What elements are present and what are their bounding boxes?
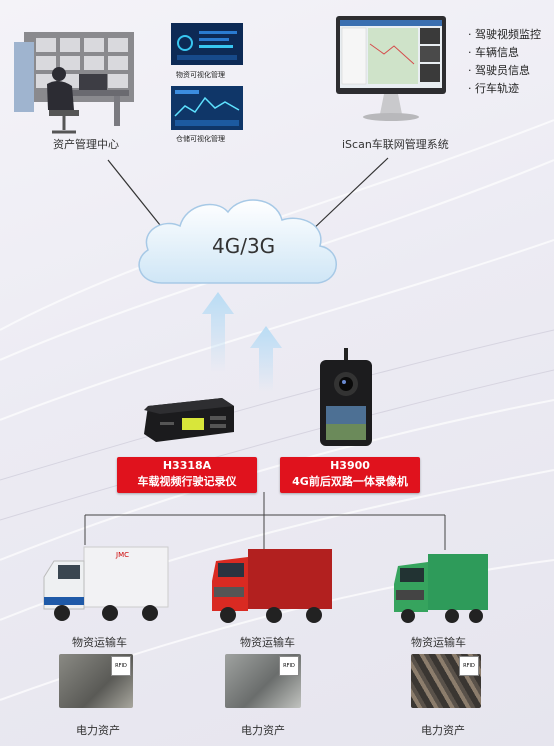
dashboard-2-thumbnail (171, 86, 243, 130)
asset-center-label: 资产管理中心 (53, 138, 119, 151)
device-desc: 车载视频行驶记录仪 (137, 475, 237, 488)
upload-arrows (202, 292, 282, 392)
feature-item: 行车轨迹 (468, 80, 541, 98)
device-model: H3900 (330, 459, 370, 472)
rfid-tag-icon: RFID (459, 656, 479, 676)
arrow-up-icon (250, 326, 282, 392)
feature-item: 驾驶员信息 (468, 62, 541, 80)
feature-list: 驾驶视频监控 车辆信息 驾驶员信息 行车轨迹 (468, 26, 541, 98)
device-label-h3900: H3900 4G前后双路一体录像机 (280, 457, 420, 493)
feature-item: 车辆信息 (468, 44, 541, 62)
asset-label-3: 电力资产 (421, 724, 465, 737)
dashboard-1-label: 物资可视化管理 (176, 71, 225, 79)
vehicle-label-3: 物资运输车 (411, 636, 466, 649)
asset-label-2: 电力资产 (241, 724, 285, 737)
asset-photo-3: RFID (411, 654, 481, 708)
device-label-h3318a: H3318A 车载视频行驶记录仪 (117, 457, 257, 493)
vehicle-label-1: 物资运输车 (72, 636, 127, 649)
monitor-illustration (336, 16, 446, 121)
dashboard-2-label: 仓储可视化管理 (176, 135, 225, 143)
device-desc: 4G前后双路一体录像机 (292, 475, 408, 488)
cloud-shape (138, 199, 337, 284)
truck-2-image (212, 549, 332, 623)
dvr-device-image (144, 398, 234, 442)
asset-photo-2: RFID (225, 654, 301, 708)
iscan-system-label: iScan车联网管理系统 (342, 138, 449, 151)
device-model: H3318A (162, 459, 212, 472)
truck-1-image: JMC (43, 546, 169, 621)
network-label: 4G/3G (212, 234, 276, 258)
vehicle-label-2: 物资运输车 (240, 636, 295, 649)
asset-photo-1: RFID (59, 654, 133, 708)
truck-3-image (394, 554, 488, 623)
dashboard-1-thumbnail (171, 23, 243, 65)
arrow-up-icon (202, 292, 234, 372)
control-center-illustration (14, 32, 134, 134)
rfid-tag-icon: RFID (111, 656, 131, 676)
rfid-tag-icon: RFID (279, 656, 299, 676)
feature-item: 驾驶视频监控 (468, 26, 541, 44)
truck-brand: JMC (115, 551, 129, 559)
asset-label-1: 电力资产 (76, 724, 120, 737)
camera-device-image (320, 348, 372, 446)
